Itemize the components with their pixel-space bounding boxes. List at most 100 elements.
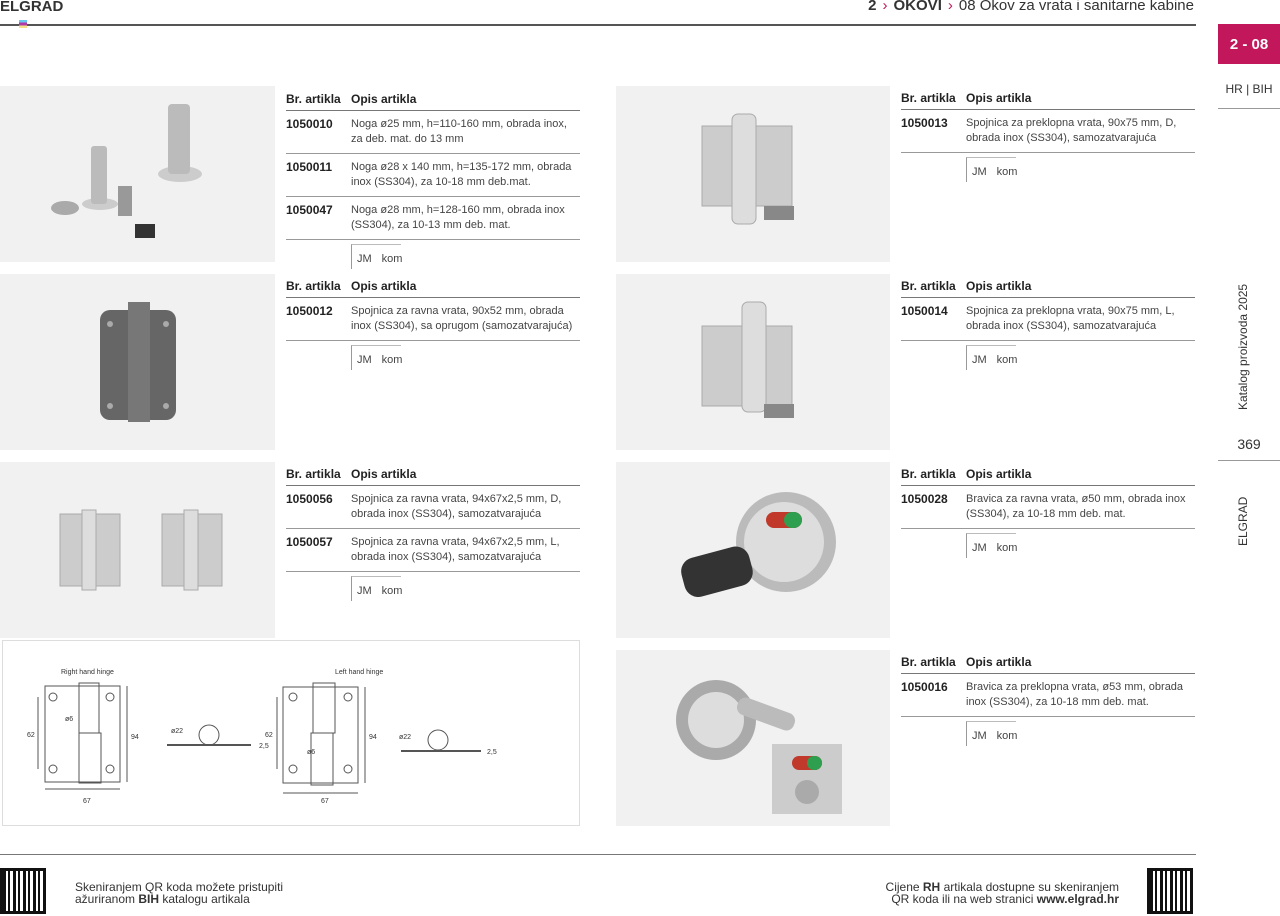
hole-label: ø6 [65,716,73,723]
unit-value: kom [381,354,403,366]
unit-box: JM kom [966,721,1018,746]
header-code: Br. artikla [901,467,956,481]
pin-label: ø22 [171,728,183,735]
header-desc: Opis artikla [351,467,417,481]
table-header: Br. artikla Opis artikla [901,467,1195,486]
height-label: 62 [27,732,35,739]
height-label: 62 [265,732,273,739]
header-code: Br. artikla [286,92,341,106]
header-code: Br. artikla [286,467,341,481]
article-description: Bravica za ravna vrata, ø50 mm, obrada i… [966,493,1186,520]
product-image-lock-flat [616,462,890,638]
unit-label: JM [357,354,372,366]
footer-left-line2: ažuriranom BIH katalogu artikala [75,893,283,905]
footer-right-line2: QR koda ili na web stranici www.elgrad.h… [886,893,1119,905]
footer-divider [0,854,1196,855]
total-label: 94 [131,734,139,741]
side-brand: ELGRAD [1236,496,1250,546]
right-hinge-title: Right hand hinge [61,669,114,676]
unit-box: JM kom [351,345,403,370]
unit-label: JM [972,730,987,742]
unit-label: JM [972,166,987,178]
chevron-right-icon: › [882,0,888,14]
header-divider [0,24,1196,26]
unit-label: JM [972,542,987,554]
product-image-lock-overlap [616,650,890,826]
product-image-hinges-flat [0,462,275,638]
unit-label: JM [357,585,372,597]
product-image-legs [0,86,275,262]
pin-label: ø22 [399,734,411,741]
header-code: Br. artikla [286,279,341,293]
article-description: Spojnica za ravna vrata, 90x52 mm, obrad… [351,305,573,332]
article-code: 1050056 [286,492,333,506]
color-marker [19,20,27,28]
qr-code-rh[interactable] [1147,868,1193,914]
article-code: 1050057 [286,535,333,549]
unit-label: JM [357,253,372,265]
article-code: 1050010 [286,117,333,131]
unit-value: kom [996,542,1018,554]
unit-value: kom [996,354,1018,366]
text-bold: RH [922,880,941,894]
article-description: Spojnica za ravna vrata, 94x67x2,5 mm, D… [351,493,562,520]
qr-code-bih[interactable] [0,868,46,914]
article-description: Noga ø25 mm, h=110-160 mm, obrada inox, … [351,118,567,145]
unit-value: kom [996,166,1018,178]
brand-logo-text: ELGRAD [0,0,64,15]
catalog-title: Katalog proizvoda 2025 [1236,283,1250,410]
header-desc: Opis artikla [966,91,1032,105]
text: QR koda ili na web stranici [891,892,1037,906]
unit-value: kom [996,730,1018,742]
header-desc: Opis artikla [351,279,417,293]
article-description: Spojnica za ravna vrata, 94x67x2,5 mm, L… [351,536,560,563]
product-image-hinge-d [616,86,890,262]
website-link[interactable]: www.elgrad.hr [1036,892,1119,906]
product-image-hinge-spring [0,274,275,450]
text-bold: BIH [138,892,160,906]
breadcrumb-sub-num: 08 [958,0,976,14]
breadcrumb-section: OKOVI [893,0,942,14]
article-code: 1050014 [901,304,948,318]
breadcrumb-sub: Okov za vrata i sanitarne kabine [979,0,1194,14]
table-header: Br. artikla Opis artikla [286,279,580,298]
table-header: Br. artikla Opis artikla [286,467,580,486]
breadcrumb-chapter: 2 [868,0,877,14]
article-code: 1050013 [901,116,948,130]
text: katalogu artikala [159,892,250,906]
total-label: 94 [369,734,377,741]
width-label: 67 [321,798,329,805]
chapter-tab: 2 - 08 [1218,24,1280,64]
article-description: Noga ø28 mm, h=128-160 mm, obrada inox (… [351,204,565,231]
product-table: Br. artikla Opis artikla 1050028 Bravica za… [901,467,1195,558]
table-row: 1050028 Bravica za ravna vrata, ø50 mm, o… [901,486,1195,529]
page-number: 369 [1218,436,1280,461]
hole-label: ø6 [307,749,315,756]
footer-left-text: Skeniranjem QR koda možete pristupiti až… [75,881,283,905]
product-image-hinge-l [616,274,890,450]
unit-box: JM kom [966,157,1018,182]
article-description: Noga ø28 x 140 mm, h=135-172 mm, obrada … [351,161,572,188]
header-desc: Opis artikla [966,655,1032,669]
thick-label: 2,5 [259,743,269,750]
article-code: 1050028 [901,492,948,506]
header-desc: Opis artikla [966,467,1032,481]
article-code: 1050016 [901,680,948,694]
footer-left-line1: Skeniranjem QR koda možete pristupiti [75,880,284,894]
